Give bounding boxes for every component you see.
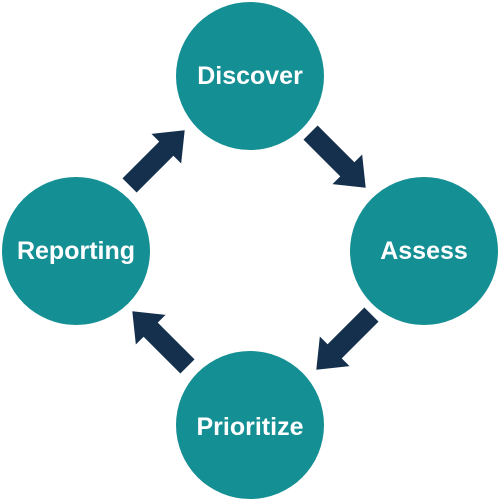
node-reporting-label: Reporting [17,237,135,265]
arrow-assess-to-prioritize [301,299,387,385]
arrow-discover-to-assess [295,117,381,203]
node-reporting: Reporting [2,177,150,325]
node-assess: Assess [350,177,498,325]
node-assess-label: Assess [380,237,468,265]
node-prioritize: Prioritize [176,351,324,499]
node-discover: Discover [176,2,324,150]
arrow-prioritize-to-reporting [117,296,203,382]
node-discover-label: Discover [197,62,303,90]
arrow-reporting-to-discover [114,115,200,201]
node-prioritize-label: Prioritize [197,413,304,441]
